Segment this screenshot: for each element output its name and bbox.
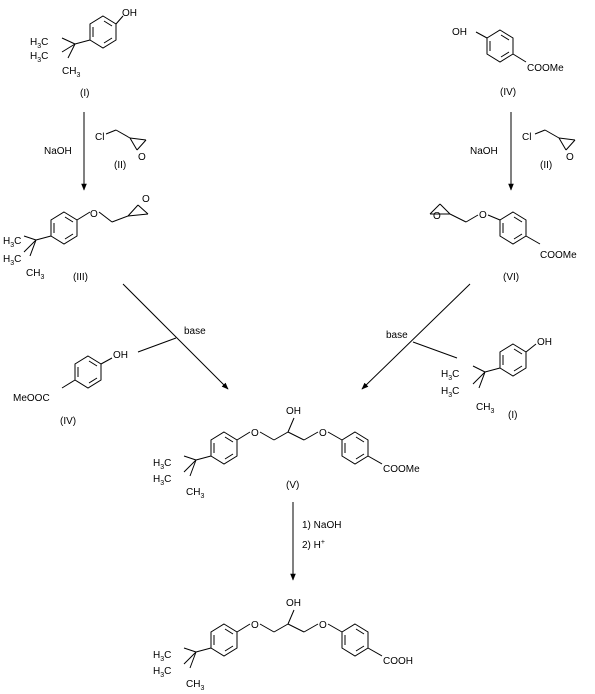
reagent-branch-right <box>412 341 458 359</box>
compound-label-V: (V) <box>286 480 299 491</box>
reagent-naoh-right: NaOH <box>470 146 498 157</box>
ester-label: MeOOC <box>13 393 50 404</box>
o-label: O <box>566 152 574 163</box>
compound-label-IV-left: (IV) <box>60 416 76 427</box>
oh-label: OH <box>113 350 128 361</box>
acid-label: COOH <box>383 656 413 667</box>
reagent-step-1: 1) NaOH <box>302 520 341 531</box>
reagent-branch-left <box>137 337 177 353</box>
o-label: O <box>138 152 146 163</box>
cl-label: Cl <box>95 132 104 143</box>
o-label: O <box>319 620 327 631</box>
oh-label: OH <box>537 337 552 348</box>
methyl-label: H3C <box>3 236 21 249</box>
compound-label-III: (III) <box>73 272 88 283</box>
reagent-base-left: base <box>184 326 206 337</box>
compound-II-left: Cl O (II) <box>95 129 147 171</box>
methyl-label: H3C <box>153 458 171 471</box>
compound-IV-left: OH MeOOC (IV) <box>13 350 128 427</box>
compound-label-VI: (VI) <box>503 272 519 283</box>
arrow-III-to-V <box>122 283 229 390</box>
oh-label: OH <box>286 598 301 609</box>
reagent-naoh-left: NaOH <box>44 146 72 157</box>
compound-IV-top: OH COOMe (IV) <box>452 27 564 98</box>
methyl-label: H3C <box>441 369 459 382</box>
o-label: O <box>90 209 98 220</box>
reagent-base-right: base <box>386 330 408 341</box>
ester-label: COOMe <box>540 250 577 261</box>
compound-I-right: OH H3C H3C CH3 (I) <box>441 337 552 421</box>
oh-label: OH <box>286 406 301 417</box>
compound-label-I-right: (I) <box>508 410 517 421</box>
o-label: O <box>433 211 441 222</box>
compound-label-IV-top: (IV) <box>500 87 516 98</box>
oh-label: OH <box>122 8 137 19</box>
o-label: O <box>479 210 487 221</box>
compound-VI: O O COOMe (VI) <box>429 203 577 283</box>
o-label: O <box>251 428 259 439</box>
reagent-step-2: 2) H+ <box>302 539 325 551</box>
methyl-label: CH3 <box>62 66 80 79</box>
compound-label-I: (I) <box>80 88 89 99</box>
compound-V: O OH O COOMe H3C H3C CH3 (V) <box>153 406 420 500</box>
compound-label-II-left: (II) <box>114 160 126 171</box>
methyl-label: H3C <box>153 474 171 487</box>
compound-label-II-right: (II) <box>540 160 552 171</box>
cl-label: Cl <box>522 132 531 143</box>
o-label: O <box>142 194 150 205</box>
methyl-label: H3C <box>153 650 171 663</box>
methyl-label: H3C <box>153 666 171 679</box>
methyl-label: H3C <box>30 51 48 64</box>
methyl-label: H3C <box>3 254 21 267</box>
oh-label: OH <box>452 27 467 38</box>
compound-II-right: Cl O (II) <box>522 129 576 171</box>
methyl-label: H3C <box>30 37 48 50</box>
ester-label: COOMe <box>527 63 564 74</box>
ester-label: COOMe <box>383 464 420 475</box>
methyl-label: CH3 <box>26 268 44 281</box>
methyl-label: CH3 <box>186 679 204 692</box>
compound-product: O OH O COOH H3C H3C CH3 <box>153 598 413 692</box>
arrow-VI-to-V <box>361 283 471 390</box>
methyl-label: CH3 <box>476 402 494 415</box>
methyl-label: H3C <box>441 386 459 399</box>
o-label: O <box>251 620 259 631</box>
methyl-label: CH3 <box>186 487 204 500</box>
compound-III: O O H3C H3C CH3 (III) <box>3 194 150 283</box>
o-label: O <box>319 428 327 439</box>
compound-I: OH H3C H3C CH3 (I) <box>30 8 137 99</box>
